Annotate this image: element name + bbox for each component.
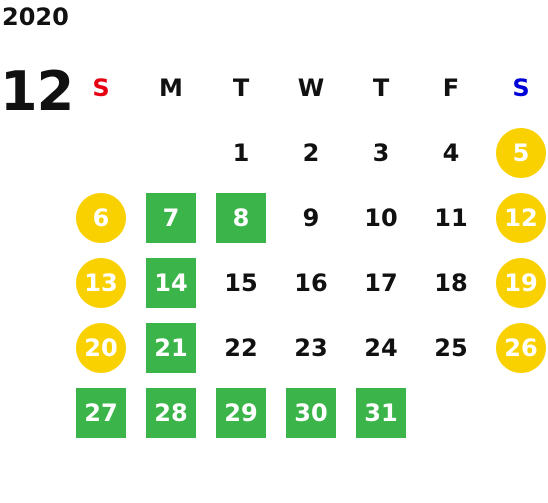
day-number: 30: [286, 387, 336, 438]
day-number: 29: [216, 387, 266, 438]
week-row: 20 21 22 23 24 25 26: [66, 315, 548, 380]
day-number: 6: [76, 192, 126, 243]
weekday-weekday-3: W: [297, 73, 325, 102]
month-number: 12: [0, 60, 74, 123]
weekday-weekday-4: T: [372, 73, 390, 102]
day-number: 23: [294, 333, 328, 362]
day-cell[interactable]: 4: [416, 120, 486, 185]
day-number: 5: [496, 127, 546, 178]
day-number: 8: [216, 192, 266, 243]
week-row: 13 14 15 16 17 18 19: [66, 250, 548, 315]
day-number: 14: [146, 257, 196, 308]
day-cell[interactable]: 8: [206, 185, 276, 250]
day-number: 17: [364, 268, 398, 297]
day-cell[interactable]: 3: [346, 120, 416, 185]
day-cell[interactable]: 7: [136, 185, 206, 250]
day-number: 16: [294, 268, 328, 297]
day-number: 21: [146, 322, 196, 373]
day-cell[interactable]: 12: [486, 185, 548, 250]
day-cell[interactable]: 19: [486, 250, 548, 315]
day-number: 11: [434, 203, 468, 232]
day-cell[interactable]: 10: [346, 185, 416, 250]
year-label: 2020: [2, 3, 69, 31]
day-cell[interactable]: 14: [136, 250, 206, 315]
day-cell[interactable]: 6: [66, 185, 136, 250]
day-number: 24: [364, 333, 398, 362]
empty-cell: [486, 380, 548, 445]
day-cell[interactable]: 13: [66, 250, 136, 315]
day-cell[interactable]: 5: [486, 120, 548, 185]
day-cell[interactable]: 16: [276, 250, 346, 315]
day-number: 4: [442, 138, 460, 167]
day-number: 15: [224, 268, 258, 297]
day-number: 26: [496, 322, 546, 373]
day-number: 9: [302, 203, 320, 232]
day-cell[interactable]: 26: [486, 315, 548, 380]
day-cell[interactable]: 20: [66, 315, 136, 380]
weekday-weekday-1: M: [159, 73, 183, 102]
day-number: 31: [356, 387, 406, 438]
day-cell[interactable]: 24: [346, 315, 416, 380]
day-cell[interactable]: 17: [346, 250, 416, 315]
day-number: 13: [76, 257, 126, 308]
week-row: 1 2 3 4 5: [66, 120, 548, 185]
day-number: 28: [146, 387, 196, 438]
day-number: 12: [496, 192, 546, 243]
day-cell[interactable]: 1: [206, 120, 276, 185]
day-number: 7: [146, 192, 196, 243]
day-number: 27: [76, 387, 126, 438]
day-cell[interactable]: 28: [136, 380, 206, 445]
day-cell[interactable]: 11: [416, 185, 486, 250]
day-cell[interactable]: 2: [276, 120, 346, 185]
day-number: 10: [364, 203, 398, 232]
day-number: 19: [496, 257, 546, 308]
weekday-weekday-5: F: [442, 73, 460, 102]
weekday-sat-6: S: [512, 73, 530, 102]
day-cell[interactable]: 31: [346, 380, 416, 445]
day-number: 22: [224, 333, 258, 362]
empty-cell: [136, 120, 206, 185]
day-cell[interactable]: 25: [416, 315, 486, 380]
day-cell[interactable]: 9: [276, 185, 346, 250]
empty-cell: [416, 380, 486, 445]
day-cell[interactable]: 22: [206, 315, 276, 380]
day-cell[interactable]: 15: [206, 250, 276, 315]
weekday-sun-0: S: [92, 73, 110, 102]
day-cell[interactable]: 27: [66, 380, 136, 445]
day-cell[interactable]: 23: [276, 315, 346, 380]
day-number: 25: [434, 333, 468, 362]
day-number: 3: [372, 138, 390, 167]
day-number: 2: [302, 138, 320, 167]
day-cell[interactable]: 18: [416, 250, 486, 315]
week-row: 27 28 29 30 31: [66, 380, 548, 445]
day-cell[interactable]: 30: [276, 380, 346, 445]
weekday-weekday-2: T: [232, 73, 250, 102]
day-number: 1: [232, 138, 250, 167]
day-cell[interactable]: 29: [206, 380, 276, 445]
day-cell[interactable]: 21: [136, 315, 206, 380]
empty-cell: [66, 120, 136, 185]
day-number: 18: [434, 268, 468, 297]
day-number: 20: [76, 322, 126, 373]
